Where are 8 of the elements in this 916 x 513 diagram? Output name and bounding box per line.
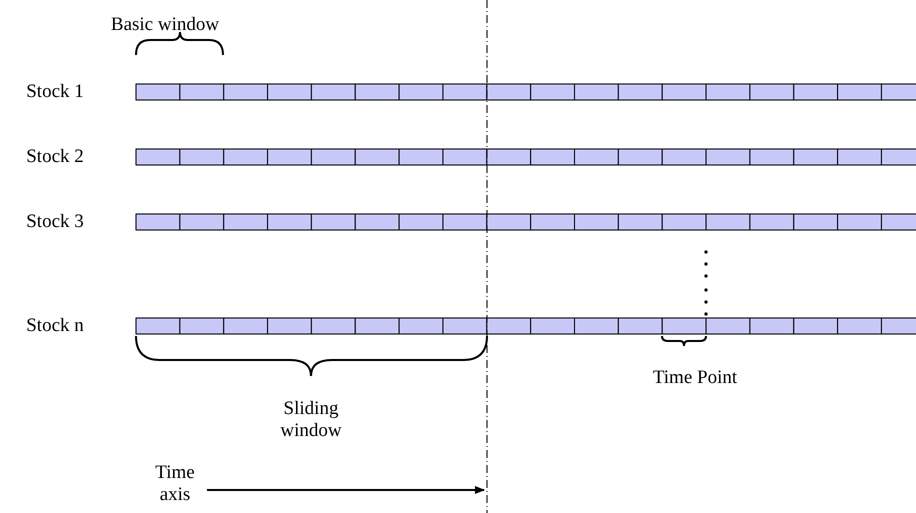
point-label: Time Point (652, 367, 738, 389)
row-label: Stock 1 (25, 81, 85, 103)
window-label: Basic window (110, 14, 220, 36)
row-label: Stock n (25, 315, 85, 337)
row-label: Stock 2 (25, 146, 85, 168)
axis-label: Time axis (154, 462, 196, 506)
row-label: Stock 3 (25, 211, 85, 233)
window-label: Sliding window (279, 398, 343, 442)
